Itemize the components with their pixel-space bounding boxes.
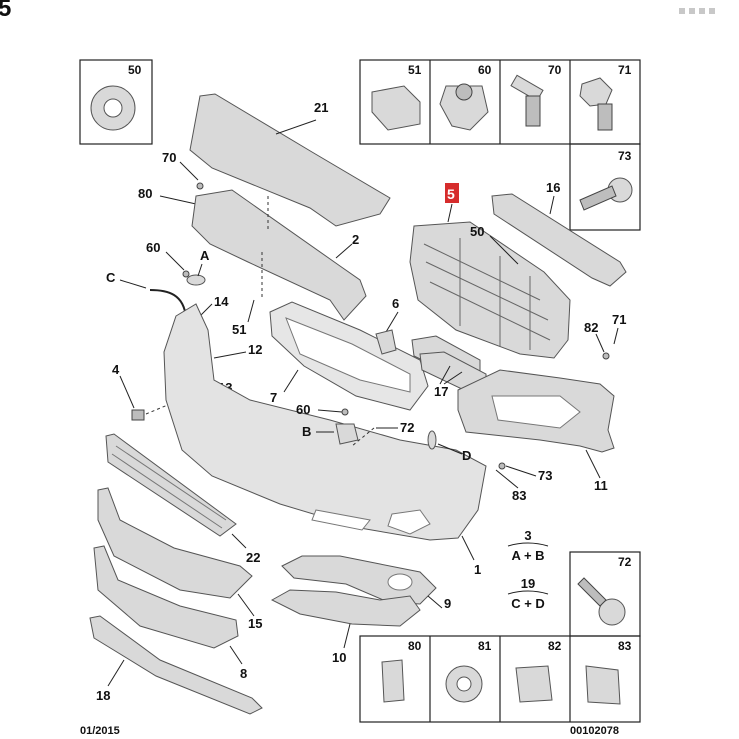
label-16: 16 (546, 180, 560, 195)
part-15[interactable]: 15 (97, 487, 262, 631)
label-c: C (106, 270, 116, 285)
label-51: 51 (232, 322, 246, 337)
part-21[interactable]: 21 (189, 93, 391, 227)
part-22[interactable]: 22 (105, 433, 260, 565)
box-81-label: 81 (478, 639, 492, 653)
box-50-label: 50 (128, 63, 142, 77)
label-60-b: 60 (296, 402, 310, 417)
part-1-bumper[interactable]: 1 (163, 303, 487, 577)
legend-eq1-expr: A + B (511, 548, 544, 563)
label-18: 18 (96, 688, 110, 703)
label-71: 71 (612, 312, 626, 327)
box-73-label: 73 (618, 149, 632, 163)
label-72: 72 (400, 420, 414, 435)
box-80-label: 80 (408, 639, 422, 653)
legend-eq1-num: 3 (524, 528, 531, 543)
part-8[interactable]: 8 (93, 545, 247, 681)
label-70: 70 (162, 150, 176, 165)
part-10[interactable]: 10 (270, 589, 421, 665)
box-60-label: 60 (478, 63, 492, 77)
label-4: 4 (112, 362, 120, 377)
part-16[interactable]: 16 (491, 180, 627, 287)
box-51-label: 51 (408, 63, 422, 77)
label-d: D (462, 448, 471, 463)
label-22: 22 (246, 550, 260, 565)
label-10: 10 (332, 650, 346, 665)
date-code: 01/2015 (80, 725, 120, 737)
box-header-parts: 51 60 70 71 (359, 59, 641, 145)
label-21: 21 (314, 100, 328, 115)
highlight-badge[interactable] (445, 183, 459, 203)
box-part-72[interactable]: 72 (569, 551, 641, 637)
label-12: 12 (248, 342, 262, 357)
part-18[interactable]: 18 (89, 615, 263, 715)
corner-mark: 5 (0, 0, 11, 22)
label-a: A (200, 248, 210, 263)
label-6: 6 (392, 296, 399, 311)
label-14: 14 (214, 294, 229, 309)
label-9: 9 (444, 596, 451, 611)
legend-eq2-num: 19 (521, 576, 535, 591)
box-part-73[interactable]: 73 (569, 143, 641, 231)
part-2[interactable]: 2 (191, 189, 367, 321)
label-73: 73 (538, 468, 552, 483)
label-b: B (302, 424, 311, 439)
label-8: 8 (240, 666, 247, 681)
part-9[interactable]: 9 (281, 555, 451, 611)
page-dot[interactable] (709, 8, 715, 14)
part-7[interactable]: 7 (269, 301, 429, 411)
page-indicator-dots[interactable] (679, 8, 715, 14)
part-11[interactable]: 11 (457, 369, 615, 493)
assembly-legend: 3 A + B 19 C + D (507, 528, 549, 611)
highlight-label: 5 (447, 186, 455, 202)
box-72-label: 72 (618, 555, 632, 569)
label-80: 80 (138, 186, 152, 201)
label-83: 83 (512, 488, 526, 503)
label-82: 82 (584, 320, 598, 335)
part-5-grille[interactable]: 5 (409, 183, 571, 359)
box-footer-parts: 80 81 82 83 (359, 635, 641, 723)
box-part-50[interactable]: 50 (79, 59, 153, 145)
box-82-label: 82 (548, 639, 562, 653)
box-71-label: 71 (618, 63, 632, 77)
label-60-a: 60 (146, 240, 160, 255)
box-70-label: 70 (548, 63, 562, 77)
label-1: 1 (474, 562, 481, 577)
label-15: 15 (248, 616, 262, 631)
page-dot[interactable] (699, 8, 705, 14)
legend-eq2-expr: C + D (511, 596, 545, 611)
label-11: 11 (594, 478, 608, 493)
label-7: 7 (270, 390, 277, 405)
page-dot[interactable] (689, 8, 695, 14)
page-dot[interactable] (679, 8, 685, 14)
label-50: 50 (470, 224, 484, 239)
box-83-label: 83 (618, 639, 632, 653)
reference-code: 00102078 (570, 725, 619, 737)
label-17: 17 (434, 384, 448, 399)
label-2: 2 (352, 232, 359, 247)
